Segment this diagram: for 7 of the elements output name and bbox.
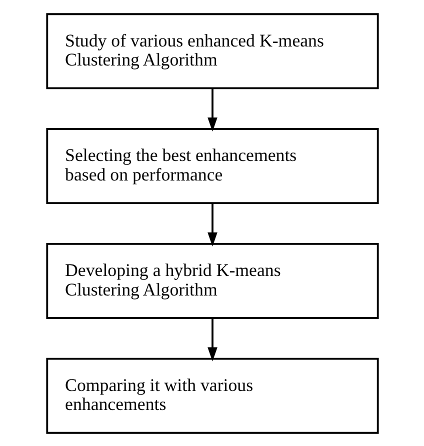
node-box: Selecting the best enhancements based on performance	[46, 128, 378, 204]
arrow	[207, 318, 217, 361]
arrow	[207, 88, 217, 132]
node-box: Developing a hybrid K-means Clustering Algorithm	[46, 242, 378, 318]
node-box: Comparing it with various enhancements	[46, 357, 378, 434]
node-box: Study of various enhanced K-means Clustering Algorithm	[46, 12, 378, 89]
arrow	[207, 203, 217, 246]
